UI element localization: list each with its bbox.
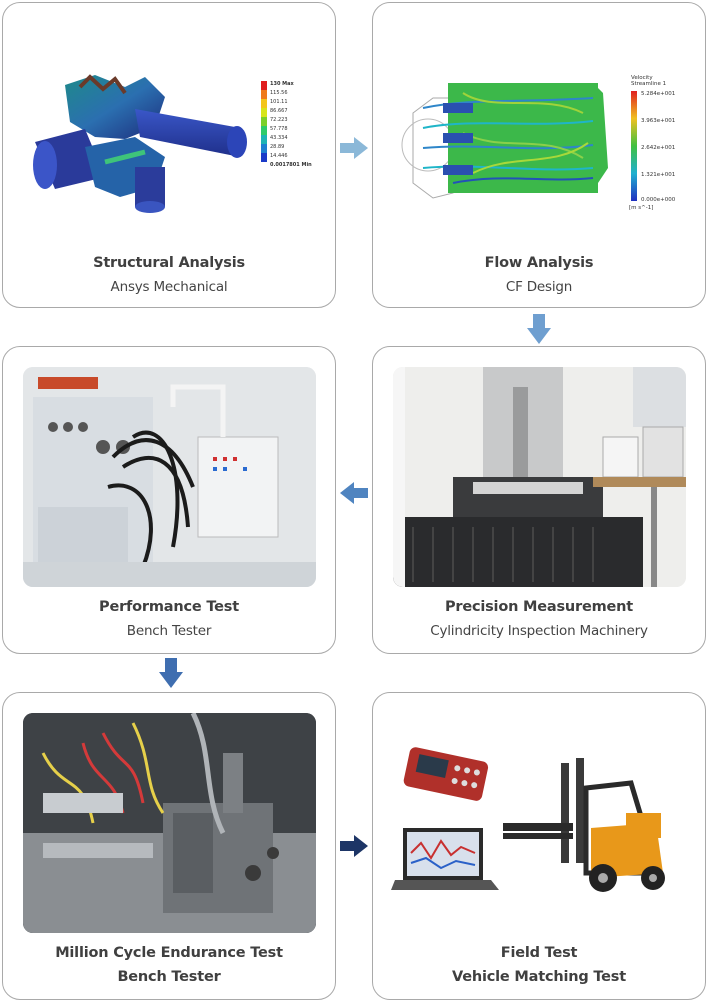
structural-analysis-image: 130 Max 115.56 101.11 86.667 72.223 57.7…: [33, 74, 312, 213]
forklift-icon: [503, 758, 665, 892]
step-subtitle: Cylindricity Inspection Machinery: [430, 623, 648, 639]
step-subtitle: Ansys Mechanical: [110, 279, 228, 295]
svg-text:Streamline 1: Streamline 1: [631, 81, 666, 87]
card-field-test: Field Test Vehicle Matching Test: [372, 692, 706, 1000]
card-endurance-test: Million Cycle Endurance Test Bench Teste…: [2, 692, 336, 1000]
svg-text:72.223: 72.223: [270, 117, 288, 123]
step-title: Structural Analysis: [93, 255, 245, 271]
flow-analysis-image: Velocity Streamline 1 5.284e+001 3.963e+…: [401, 75, 676, 211]
step-title: Field Test: [500, 945, 578, 961]
step-title: Precision Measurement: [444, 599, 634, 615]
step-subtitle: Bench Tester: [117, 969, 221, 985]
step-title: Million Cycle Endurance Test: [55, 945, 283, 961]
step-title: Performance Test: [99, 599, 239, 615]
laptop-icon: [391, 828, 499, 890]
svg-text:2.642e+001: 2.642e+001: [641, 145, 675, 151]
step-subtitle: Vehicle Matching Test: [452, 969, 626, 985]
svg-text:101.11: 101.11: [270, 99, 288, 105]
svg-text:1.321e+001: 1.321e+001: [641, 172, 675, 178]
svg-text:3.963e+001: 3.963e+001: [641, 118, 675, 124]
card-precision-measurement: Precision Measurement Cylindricity Inspe…: [372, 346, 706, 654]
performance-test-photo: [23, 367, 316, 587]
svg-text:43.334: 43.334: [270, 135, 288, 141]
arrow-down-icon: [159, 658, 183, 688]
precision-measurement-photo: [393, 367, 686, 587]
endurance-test-photo: [23, 713, 316, 933]
flow-legend-labels: Velocity Streamline 1 5.284e+001 3.963e+…: [629, 75, 676, 211]
svg-text:[m s^-1]: [m s^-1]: [629, 205, 653, 211]
step-title: Flow Analysis: [484, 255, 594, 271]
card-structural-analysis: 130 Max 115.56 101.11 86.667 72.223 57.7…: [2, 2, 336, 308]
step-subtitle: CF Design: [505, 279, 573, 295]
svg-text:115.56: 115.56: [270, 90, 288, 96]
svg-text:0.0017801 Min: 0.0017801 Min: [270, 162, 312, 168]
arrow-right-icon: [340, 835, 368, 857]
field-test-image: [391, 747, 665, 892]
svg-text:57.778: 57.778: [270, 126, 288, 132]
svg-text:5.284e+001: 5.284e+001: [641, 91, 675, 97]
svg-text:14.446: 14.446: [270, 153, 288, 159]
arrow-left-icon: [340, 482, 368, 504]
svg-text:Velocity: Velocity: [631, 75, 653, 81]
step-subtitle: Bench Tester: [126, 623, 212, 639]
svg-text:130 Max: 130 Max: [270, 81, 295, 87]
svg-text:86.667: 86.667: [270, 108, 288, 114]
structural-legend-bar: [261, 81, 267, 162]
arrow-right-icon: [340, 137, 368, 159]
structural-legend-labels: 130 Max 115.56 101.11 86.667 72.223 57.7…: [270, 81, 312, 168]
svg-text:0.000e+000: 0.000e+000: [641, 197, 676, 203]
card-performance-test: Performance Test Bench Tester: [2, 346, 336, 654]
card-flow-analysis: Velocity Streamline 1 5.284e+001 3.963e+…: [372, 2, 706, 308]
flow-legend-bar: [631, 91, 637, 201]
svg-text:28.89: 28.89: [270, 144, 284, 150]
arrow-down-icon: [527, 314, 551, 344]
handheld-device-icon: [403, 747, 489, 801]
